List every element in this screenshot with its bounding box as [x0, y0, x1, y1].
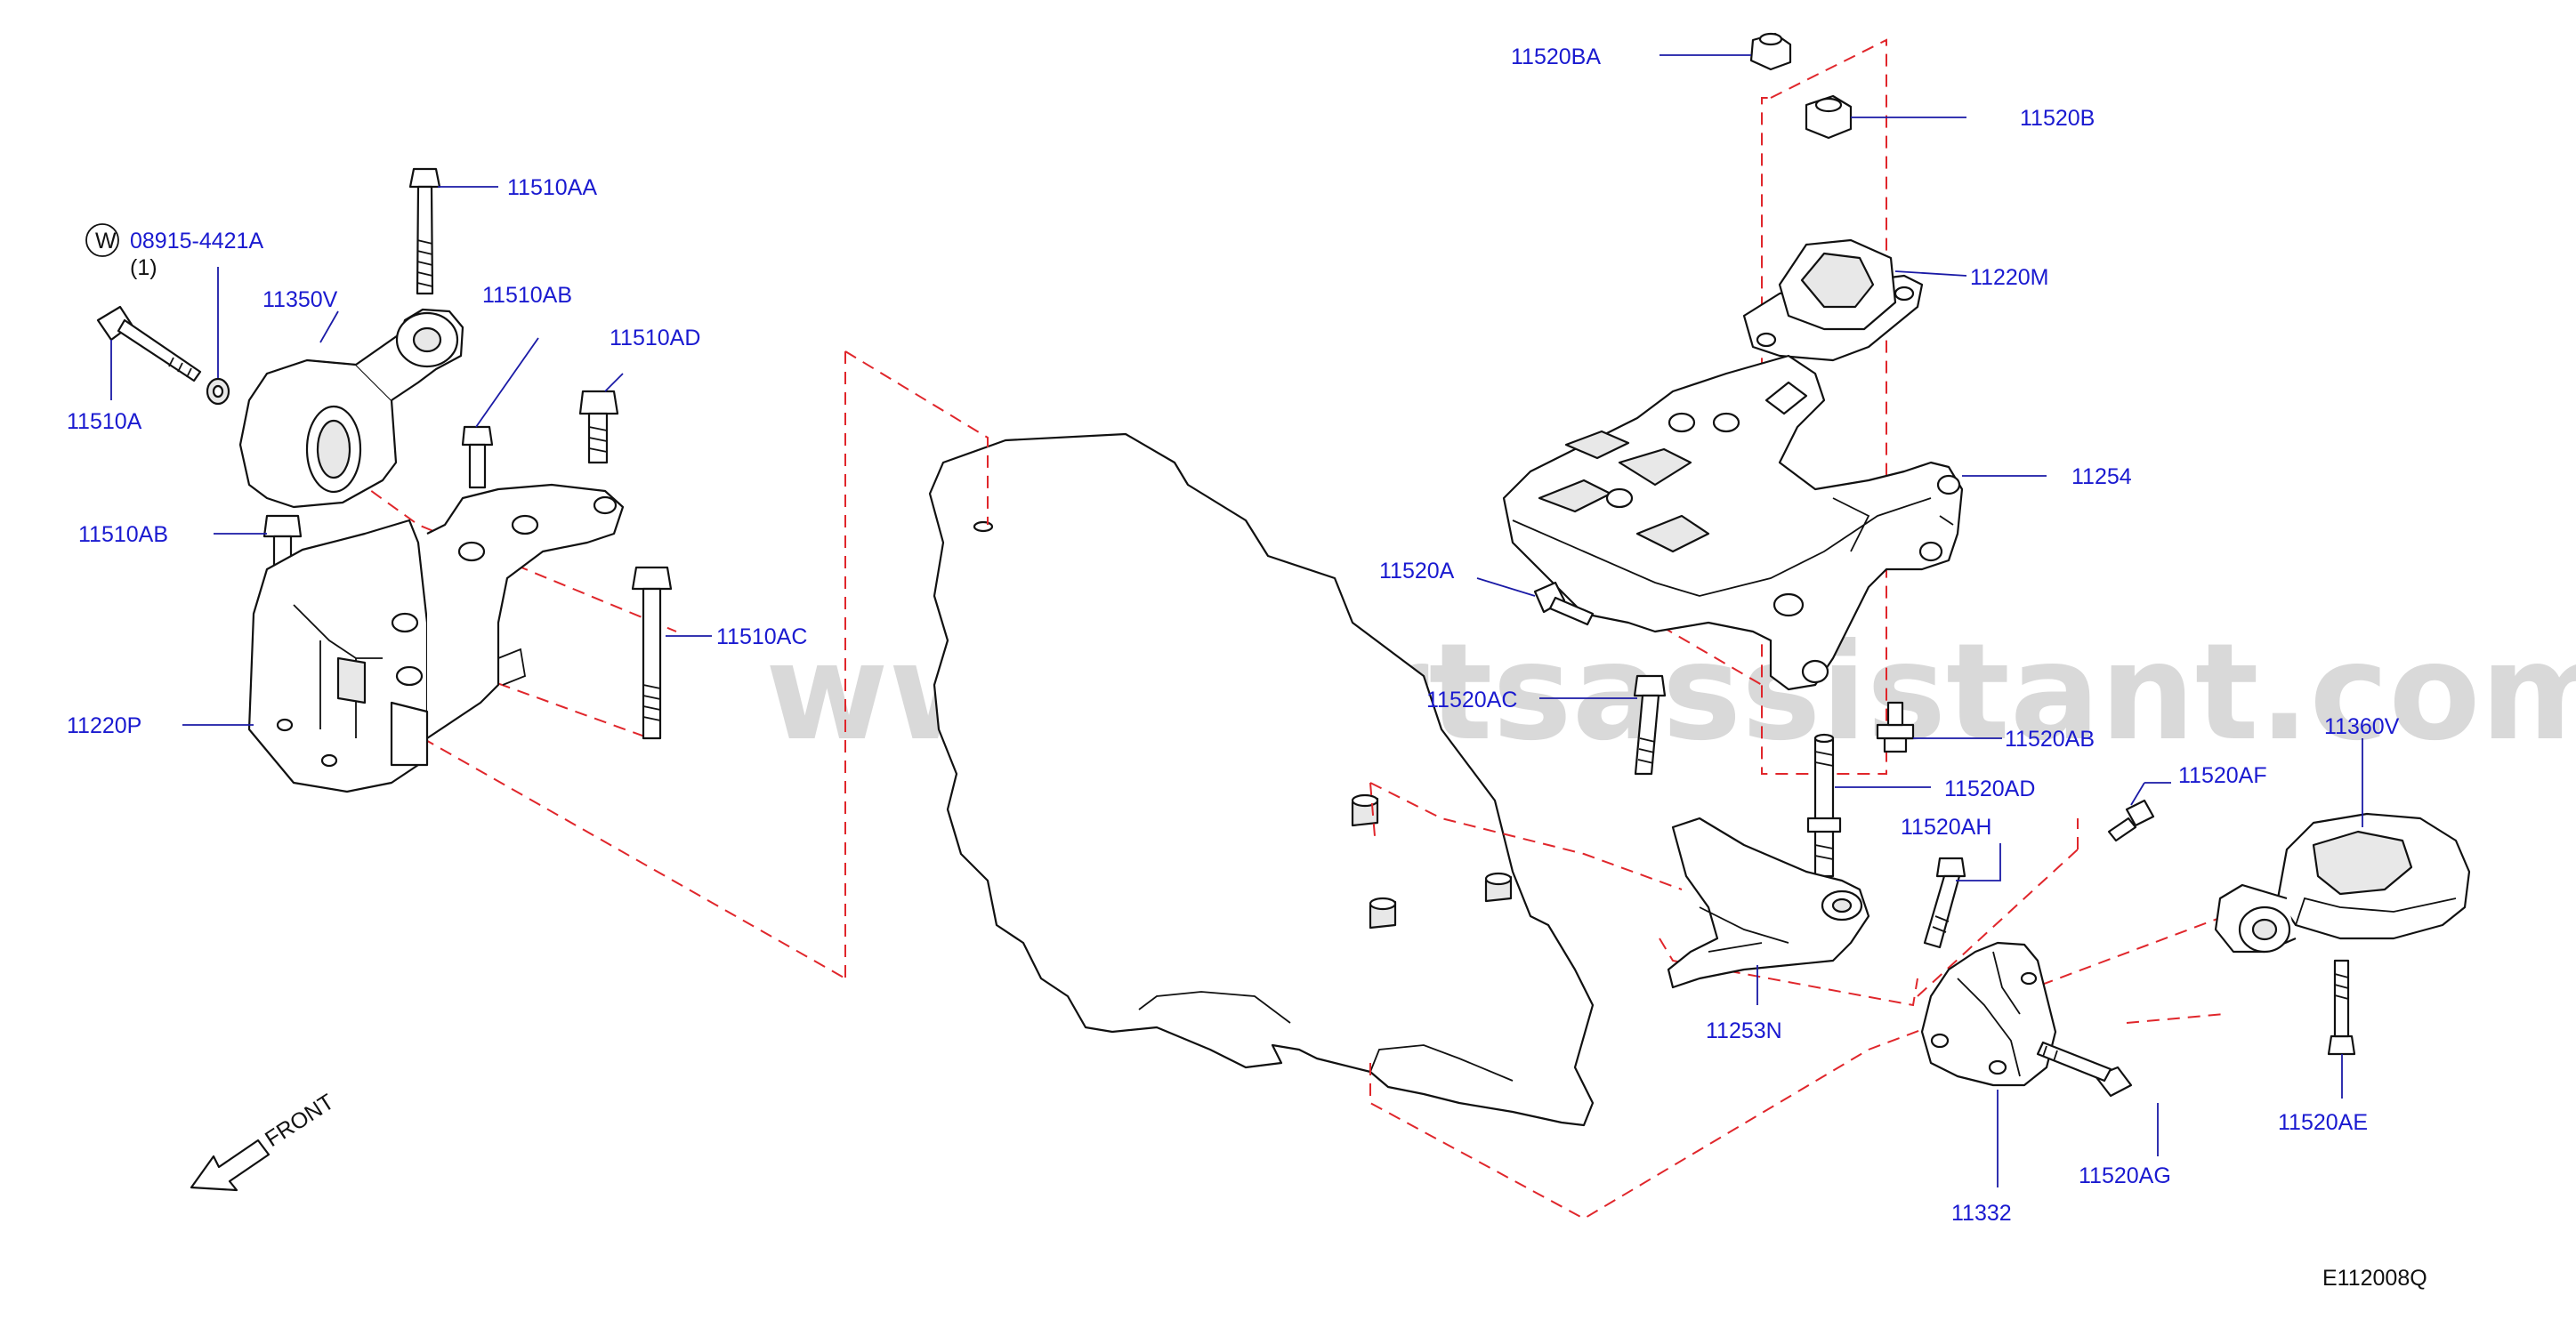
label-11520b: 11520B [2020, 106, 2095, 131]
bolt-11510aa [408, 167, 441, 295]
label-11510ad: 11510AD [610, 326, 700, 350]
callout-labels: 11510AA W 08915-4421A (1) 11350V 11510AB… [67, 44, 2400, 1226]
bolt-11510ac [631, 566, 673, 740]
label-11520ag: 11520AG [2079, 1163, 2171, 1188]
label-11220p: 11220P [67, 713, 141, 738]
label-11520ad: 11520AD [1944, 777, 2035, 801]
label-11510ab: 11510AB [78, 522, 168, 547]
bracket-11332 [1920, 941, 2057, 1087]
mount-11350v [238, 308, 464, 509]
label-11510a: 11510A [67, 409, 142, 434]
bolt-11520af [2107, 799, 2155, 842]
bolt-11520ae [2327, 959, 2356, 1056]
nut-11520ba [1749, 32, 1792, 71]
bracket-11220p [247, 483, 625, 793]
label-11520ab: 11520AB [2005, 727, 2095, 752]
washer-symbol-circle [85, 223, 119, 257]
nut-11520b [1805, 94, 1853, 140]
mount-11360v [2214, 812, 2471, 954]
label-08915-4421a: 08915-4421A [130, 229, 263, 254]
insulator-11220m [1742, 238, 1924, 362]
leader-lines [110, 54, 2363, 1187]
washer-quantity: (1) [130, 255, 157, 280]
label-11520a: 11520A [1379, 559, 1455, 584]
label-11510ac: 11510AC [716, 624, 807, 649]
label-11253n: 11253N [1706, 1018, 1782, 1043]
bolt-11520ac [1633, 674, 1667, 776]
label-11520ae: 11520AE [2278, 1110, 2368, 1135]
front-label: FRONT [261, 1090, 338, 1152]
label-11254: 11254 [2071, 464, 2132, 489]
bracket-11253n [1667, 817, 1870, 989]
label-11360v: 11360V [2324, 714, 2400, 739]
bolt-11510a [96, 305, 202, 382]
label-11520ac: 11520AC [1426, 688, 1517, 712]
label-11520af: 11520AF [2178, 763, 2267, 788]
stud-11520ad [1806, 733, 1842, 878]
bracket-11254 [1502, 354, 1964, 691]
label-11332: 11332 [1951, 1201, 2012, 1226]
label-11510aa: 11510AA [507, 175, 597, 200]
front-direction-indicator: FRONT [190, 1090, 338, 1192]
label-11510ab-top: 11510AB [482, 283, 572, 308]
bolt-11520ab [1876, 701, 1915, 753]
bolt-11520a [1533, 581, 1595, 626]
diagram-code: E112008Q [2322, 1266, 2427, 1291]
engine-block [928, 432, 1595, 1127]
front-arrow-icon [190, 1139, 271, 1192]
washer-symbol: W [95, 229, 117, 254]
bolt-11510ad [578, 390, 619, 464]
label-11520ah: 11520AH [1901, 815, 1991, 840]
washer-08915 [206, 377, 230, 406]
bolt-11520ah [1923, 857, 1966, 949]
label-11350v: 11350V [262, 287, 338, 312]
bolt-11510ab-top [461, 425, 494, 489]
bolt-11520ag [2036, 1041, 2133, 1098]
label-11520ba: 11520BA [1511, 44, 1601, 69]
label-11220m: 11220M [1970, 265, 2049, 290]
